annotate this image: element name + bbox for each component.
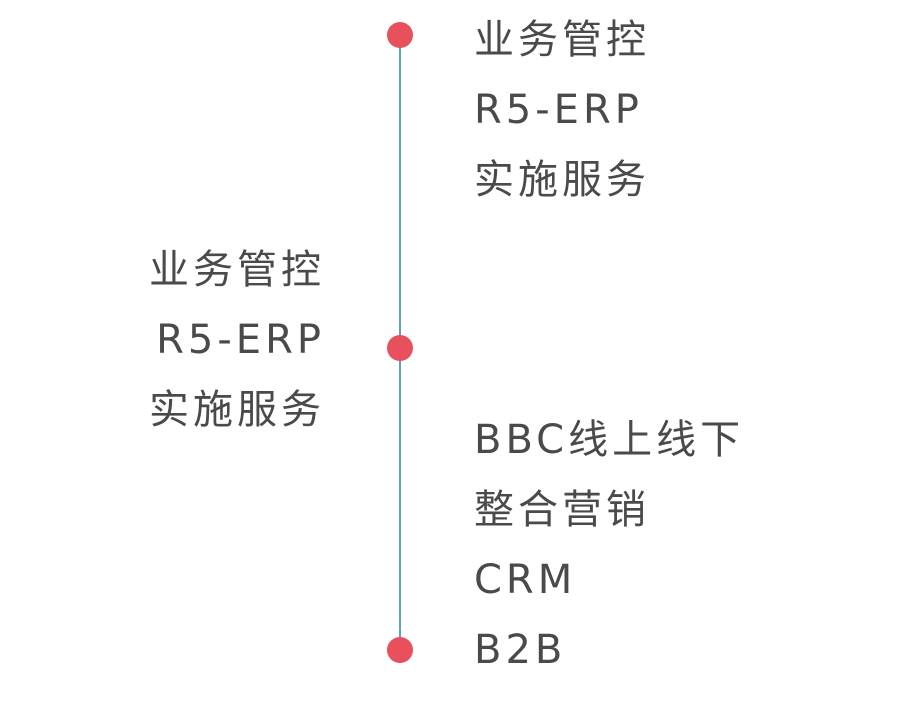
text-line: 业务管控: [474, 17, 650, 63]
text-line: CRM: [474, 557, 577, 603]
text-group-bottom-right: BBC线上线下 整合营销 CRM B2B: [474, 405, 744, 685]
text-line: B2B: [474, 627, 567, 673]
text-group-top-right: 业务管控 R5-ERP 实施服务: [474, 5, 650, 215]
text-line: 整合营销: [474, 487, 650, 533]
text-line: 实施服务: [474, 157, 650, 203]
text-line: BBC线上线下: [474, 417, 745, 463]
text-line: R5-ERP: [474, 87, 643, 133]
text-line: 业务管控: [149, 247, 325, 293]
timeline-node-top: [387, 22, 413, 48]
timeline-node-bottom: [387, 637, 413, 663]
timeline-node-middle: [387, 335, 413, 361]
text-line: R5-ERP: [156, 317, 325, 363]
text-group-middle-left: 业务管控 R5-ERP 实施服务: [149, 235, 325, 445]
text-line: 实施服务: [149, 387, 325, 433]
